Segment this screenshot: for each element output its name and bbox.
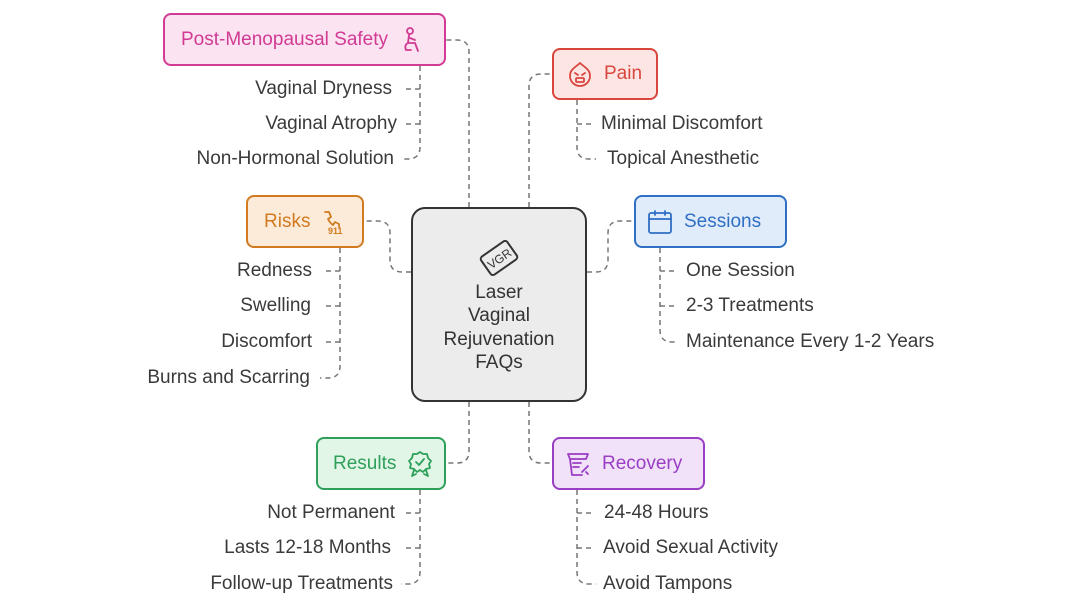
connector-recovery-items [576, 490, 596, 585]
connector-risks-items [320, 248, 341, 379]
award-badge-icon [406, 450, 434, 478]
svg-text:911: 911 [328, 226, 343, 236]
sessions-item: 2-3 Treatments [686, 295, 814, 316]
topic-results[interactable]: Results [316, 437, 446, 490]
risks-item: Discomfort [221, 331, 312, 352]
recovery-item: 24-48 Hours [604, 502, 709, 523]
connector-postmeno-items [401, 66, 421, 160]
topic-post-menopausal-safety[interactable]: Post-Menopausal Safety [163, 13, 446, 66]
topic-label: Post-Menopausal Safety [181, 28, 389, 50]
center-title-line: Rejuvenation [443, 328, 555, 350]
person-seated-icon [398, 26, 426, 54]
connector-recovery [528, 402, 552, 464]
center-title-line: Vaginal [468, 305, 530, 326]
connector-risks [364, 220, 411, 273]
center-topic: VGR Laser Vaginal Rejuvenation FAQs [411, 207, 587, 402]
post-menopausal-item: Non-Hormonal Solution [196, 148, 395, 169]
svg-text:VGR: VGR [485, 245, 515, 272]
recovery-item: Avoid Tampons [603, 573, 733, 594]
recovery-kit-icon [564, 450, 592, 478]
pain-item: Minimal Discomfort [601, 113, 763, 134]
recovery-item: Avoid Sexual Activity [603, 537, 778, 558]
topic-risks[interactable]: Risks 911 [246, 195, 364, 248]
sessions-item: Maintenance Every 1-2 Years [686, 331, 935, 352]
topic-sessions[interactable]: Sessions [634, 195, 787, 248]
topic-label: Results [333, 452, 397, 474]
results-item: Not Permanent [267, 502, 395, 523]
results-item: Follow-up Treatments [210, 573, 393, 594]
topic-label: Risks [264, 210, 311, 232]
topic-recovery[interactable]: Recovery [552, 437, 705, 490]
vgr-logo-icon: VGR [479, 239, 519, 276]
sessions-item: One Session [686, 260, 795, 281]
risks-item: Burns and Scarring [147, 367, 310, 388]
post-menopausal-item: Vaginal Dryness [255, 78, 392, 99]
topic-label: Sessions [684, 210, 762, 232]
center-title: Laser Vaginal Rejuvenation FAQs [444, 281, 555, 375]
connector-postmeno [446, 39, 470, 207]
connector-results [446, 402, 470, 464]
topic-label: Recovery [602, 452, 683, 474]
connector-sessions-items [659, 248, 678, 343]
connector-sessions [587, 220, 634, 273]
results-item: Lasts 12-18 Months [224, 537, 391, 558]
pain-item: Topical Anesthetic [607, 148, 760, 169]
center-title-line: FAQs [475, 352, 523, 373]
risks-item: Swelling [240, 295, 311, 316]
center-title-line: Laser [475, 281, 523, 303]
emergency-phone-icon: 911 [320, 208, 348, 236]
post-menopausal-item: Vaginal Atrophy [265, 113, 397, 134]
pain-face-icon [566, 60, 594, 88]
connector-pain-items [576, 100, 596, 160]
topic-label: Pain [604, 63, 643, 84]
topic-pain[interactable]: Pain [552, 48, 658, 100]
calendar-icon [646, 208, 674, 236]
connector-results-items [401, 490, 421, 585]
risks-item: Redness [237, 260, 312, 281]
connector-pain [528, 73, 552, 207]
